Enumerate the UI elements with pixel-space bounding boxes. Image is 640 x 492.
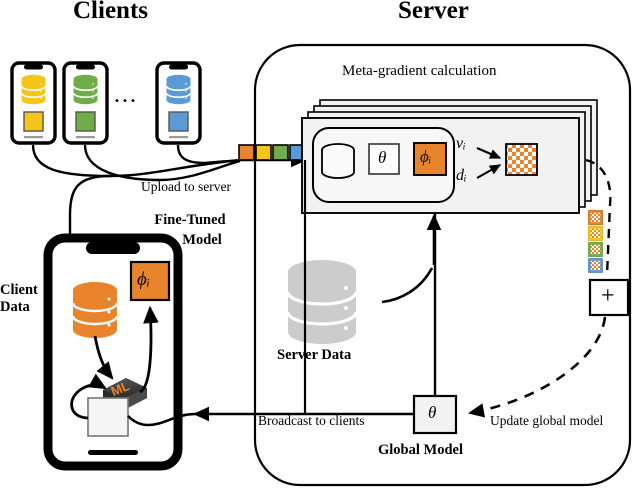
aggregator-box bbox=[588, 278, 630, 317]
global-model-caption: Global Model bbox=[378, 442, 463, 458]
broadcast-into-phone bbox=[127, 412, 196, 427]
client-data-label-1: Client Data bbox=[0, 282, 38, 315]
update-edge-label: Update global model bbox=[490, 413, 604, 428]
clients-title: Clients bbox=[73, 0, 148, 24]
meta-theta-label: θ bbox=[378, 148, 387, 167]
fine-tuned-phone bbox=[43, 233, 183, 471]
fine-tuned-label-1: Fine-Tuned bbox=[154, 212, 226, 228]
client-data-database bbox=[71, 282, 119, 338]
server-data-database bbox=[286, 260, 358, 344]
server-title: Server bbox=[398, 0, 469, 24]
broadcast-edge-label: Broadcast to clients bbox=[258, 413, 365, 428]
client-2-database bbox=[72, 74, 99, 105]
server-data-label: Server Data bbox=[277, 347, 352, 363]
update-global-model-arrow bbox=[467, 316, 607, 418]
fine-tuned-label-2: Model bbox=[182, 232, 222, 248]
client-phone-3 bbox=[155, 61, 202, 145]
meta-phi-box bbox=[413, 142, 447, 176]
upload-edges bbox=[31, 144, 241, 182]
aggregator-label: + bbox=[601, 283, 615, 309]
fine-tuned-output-box bbox=[87, 397, 129, 437]
server-data-curve bbox=[381, 267, 434, 304]
meta-phi-label: ϕᵢ bbox=[420, 147, 432, 166]
client-gradient-squares bbox=[588, 210, 603, 273]
d-label: dᵢ bbox=[456, 167, 467, 184]
client-phone-1 bbox=[10, 61, 57, 145]
upload-branch-down bbox=[68, 174, 111, 245]
uploaded-update-squares bbox=[238, 144, 306, 161]
v-label: vᵢ bbox=[456, 135, 466, 152]
fine-tuned-phi-box bbox=[129, 260, 171, 302]
client-gradient-color-frames bbox=[588, 210, 603, 273]
client-1-database bbox=[20, 74, 47, 105]
fine-tuned-phi-label: ϕᵢ bbox=[137, 269, 150, 290]
clients-ellipsis: ... bbox=[114, 82, 138, 108]
global-model-theta-label: θ bbox=[428, 403, 437, 422]
client-3-database bbox=[165, 74, 192, 105]
meta-gradient-title: Meta-gradient calculation bbox=[342, 63, 497, 79]
meta-theta-box bbox=[368, 143, 400, 175]
upload-edge-label: Upload to server bbox=[141, 179, 231, 194]
meta-gradient-output-checker bbox=[505, 143, 538, 176]
server-panel-border bbox=[253, 43, 632, 487]
meta-gradient-arrows bbox=[476, 147, 502, 179]
meta-gradient-inner-group bbox=[312, 127, 455, 203]
meta-cylinder bbox=[321, 143, 355, 179]
meta-to-aggregator-dashed bbox=[585, 158, 612, 276]
client-phone-2 bbox=[62, 61, 109, 145]
